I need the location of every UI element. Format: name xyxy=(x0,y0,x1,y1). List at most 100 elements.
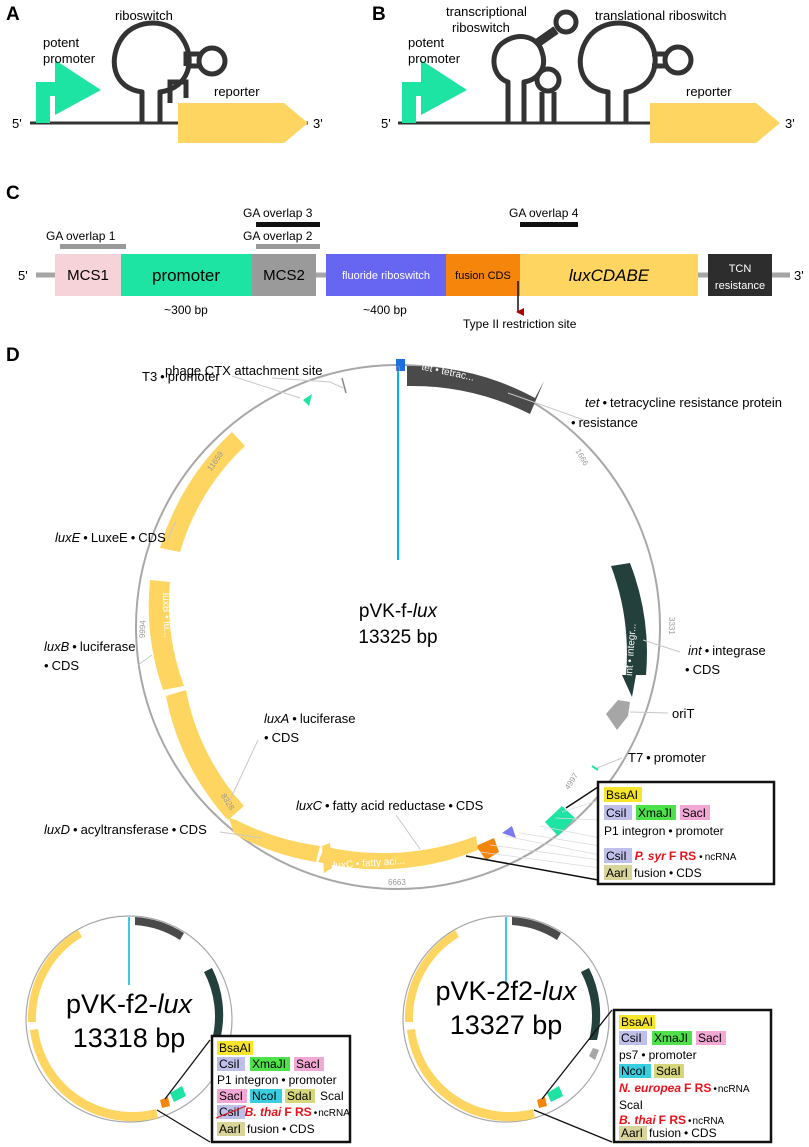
f2-box-p1-name: P1 integron xyxy=(217,1073,278,1087)
tet-label: tet•tetracycline resistance protein xyxy=(585,395,782,410)
panel-b-transcriptional-label-1: transcriptional xyxy=(446,4,527,19)
ga-overlap-2-bar xyxy=(256,244,320,249)
int-arrow-label: int • integr... xyxy=(624,623,639,676)
panel-a-promoter-label-2: promoter xyxy=(43,51,96,66)
panel-a-reporter-label: reporter xyxy=(214,84,260,99)
box-aari-bullet: • xyxy=(669,866,673,880)
insert-fan-line-6 xyxy=(489,844,601,861)
luxb-label-2: •CDS xyxy=(44,658,79,673)
phage-site-label: phage CTX attachment site xyxy=(165,363,323,378)
2f2-box-sdai: SdaI xyxy=(656,1064,681,1078)
box-aari-fusion: fusion xyxy=(634,866,666,880)
f2-box-aari-name: AarI xyxy=(219,1122,241,1136)
int-leader xyxy=(642,639,681,653)
tet-bullet-2: • xyxy=(571,415,576,430)
f2-hl-xmaji xyxy=(250,1057,290,1071)
tcn-resistance-block xyxy=(708,254,772,296)
2f2-hl-xmaji xyxy=(652,1031,692,1045)
tick-0: 0 xyxy=(396,365,401,374)
panel-a-riboswitch-stem xyxy=(167,79,189,103)
2f2-box-ncoi: NcoI xyxy=(621,1064,646,1078)
panel-b-reporter xyxy=(650,103,780,143)
tcn-label-2: resistance xyxy=(715,280,765,292)
2f2-box-neur-italic: N. europea xyxy=(619,1081,681,1095)
f2-box-p1-type: promoter xyxy=(289,1073,337,1087)
2f2-box-neur-bullet: • xyxy=(713,1084,717,1095)
2f2-box-neur-rest: F RS xyxy=(684,1081,711,1095)
luxc-name: luxC xyxy=(296,798,323,813)
panel-b-translational-riboswitch xyxy=(577,20,658,123)
2f2-size: 13327 bp xyxy=(450,1010,563,1040)
panel-a-small-hairpin-loop xyxy=(196,45,228,77)
plasmid-name-prefix: pVK-f- xyxy=(359,601,413,622)
int-feature-arrow xyxy=(611,563,647,697)
tet-name: tet xyxy=(585,395,601,410)
hl-aari xyxy=(604,865,632,880)
2f2-box-saci: SacI xyxy=(698,1031,722,1045)
plasmid-2f2-map: pVK-2f2-lux 13327 bp BsaAI CsiI XmaJI Sa… xyxy=(402,915,773,1144)
panel-a-riboswitch xyxy=(111,20,192,123)
t3-bullet: • xyxy=(160,369,165,384)
luxd-bullet-2: • xyxy=(172,822,177,837)
f2-lux-operon-low xyxy=(30,1029,158,1122)
luxc-arrow-label: luxC • fatty aci... xyxy=(333,856,405,872)
2f2-backbone xyxy=(402,915,610,1123)
panel-a-reporter xyxy=(178,103,308,143)
f2-int-arrow xyxy=(204,968,224,1040)
luxe-type: CDS xyxy=(138,530,166,545)
mcs1-block xyxy=(55,254,121,296)
hl-csii xyxy=(604,805,632,820)
promoter-block xyxy=(121,254,252,296)
f2-tet-arrow xyxy=(135,917,184,940)
f2-box-p1: P1 integron•promoter xyxy=(217,1073,337,1087)
panel-a-three-prime: 3' xyxy=(313,116,323,131)
ga-overlap-1-bar xyxy=(60,244,126,249)
insert-promoter-arrow xyxy=(545,806,575,836)
luxd-desc: acyltransferase xyxy=(81,822,169,837)
2f2-hl-ncoi xyxy=(619,1064,651,1078)
panel-b-transcriptional-stem xyxy=(533,26,559,48)
luxd-bullet: • xyxy=(73,822,78,837)
orit-leader xyxy=(629,711,669,714)
insert-fan-line-2 xyxy=(554,817,601,821)
f2-box-aari-fusion: fusion xyxy=(247,1122,279,1136)
orit-feature-arrow xyxy=(606,700,630,730)
2f2-box-ps7-name: ps7 xyxy=(619,1048,639,1062)
2f2-orit-mark xyxy=(589,1048,599,1060)
callout-connector-top xyxy=(565,786,599,809)
int-type: CDS xyxy=(693,662,721,677)
insert-fan-line-5 xyxy=(504,835,601,856)
luxa-arrow-label: luxA • luci... xyxy=(208,704,242,754)
panel-b-transcriptional-hairpin-loop xyxy=(553,9,579,35)
panel-a: A potent promoter riboswitch reporter 5'… xyxy=(6,4,323,143)
luxc-bullet-2: • xyxy=(448,798,453,813)
luxa-name: luxA xyxy=(264,711,289,726)
box-p1: P1 integron•promoter xyxy=(604,824,724,838)
box-psyr-ncrna: ncRNA xyxy=(705,852,737,863)
origin-marker xyxy=(396,359,405,371)
luxc-feature-arrow-tail xyxy=(322,843,332,873)
2f2-box-xmaji: XmaJI xyxy=(654,1031,688,1045)
tick-3331: 3331 xyxy=(667,617,676,635)
panel-b-translational-label: translational riboswitch xyxy=(595,8,727,23)
2f2-box-bthai-italic: B. thai xyxy=(619,1113,656,1127)
tet-feature-arrow xyxy=(407,365,544,414)
f2-name-lux: lux xyxy=(158,989,194,1019)
tet-desc: tetracycline resistance protein xyxy=(610,395,782,410)
mcs1-label: MCS1 xyxy=(67,267,109,284)
2f2-box-neur-ncrna: ncRNA xyxy=(718,1084,750,1095)
plasmid-f2-map: pVK-f2-lux 13318 bp BsaAI CsiI XmaJI Sac… xyxy=(25,915,352,1144)
2f2-int-arrow xyxy=(581,968,601,1040)
f2-csii-strike xyxy=(215,1105,247,1119)
panel-label-a: A xyxy=(6,4,20,25)
luxc-leader xyxy=(395,814,421,850)
panel-b-transcriptional-label-2: riboswitch xyxy=(452,20,510,35)
mcs2-block xyxy=(252,254,316,296)
luxb-type: CDS xyxy=(52,658,80,673)
f2-hl-saci xyxy=(294,1057,324,1071)
t7-name: T7 xyxy=(628,750,643,765)
2f2-lux-operon-low xyxy=(407,1029,535,1122)
